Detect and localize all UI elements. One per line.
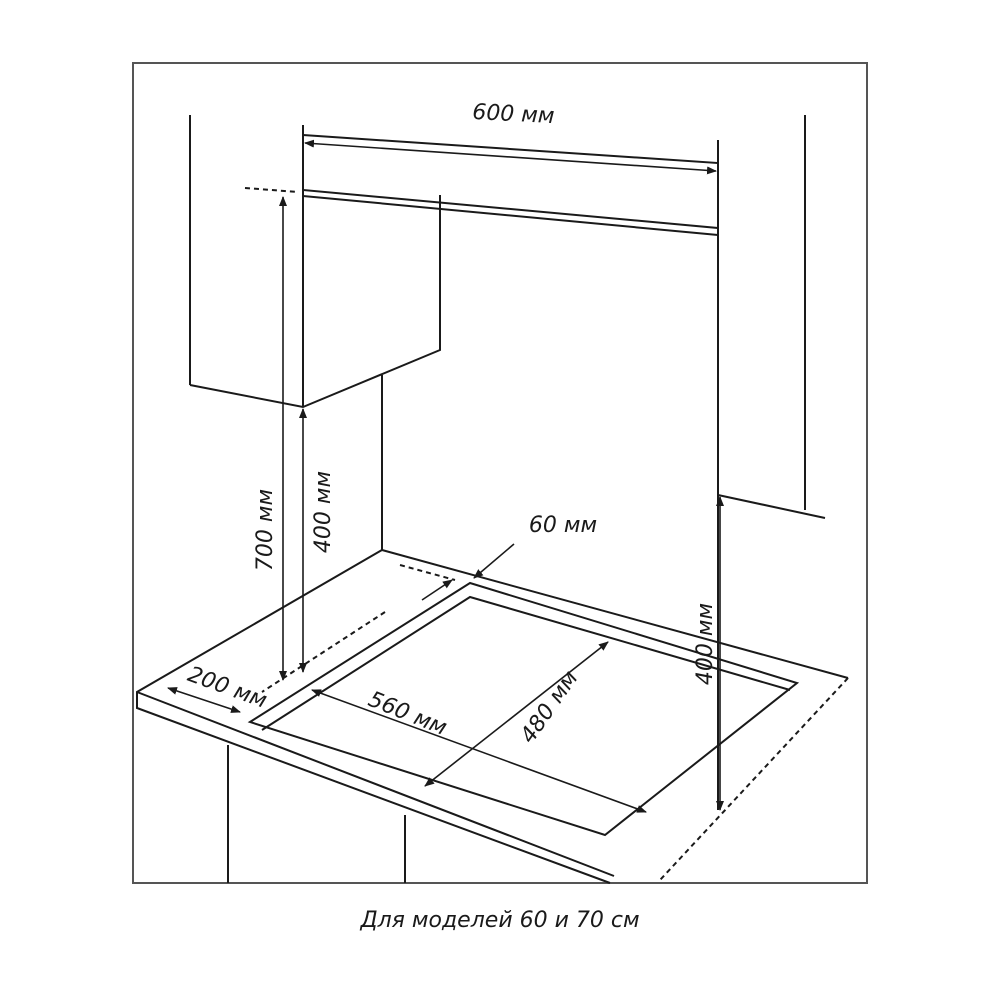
label-560: 560 мм: [365, 687, 451, 741]
upper-height-guide: [244, 187, 299, 193]
hob-cutout-outer: [247, 581, 800, 837]
dim-480: [424, 641, 609, 787]
hood-bottom-line: [302, 195, 719, 236]
upper-cabinet: [189, 195, 441, 409]
diagram-frame: [132, 62, 868, 884]
countertop-right-dashed: [659, 677, 849, 881]
label-600: 600 мм: [472, 100, 555, 129]
side-gap-guide: [261, 611, 386, 693]
caption: Для моделей 60 и 70 см: [360, 908, 640, 933]
dim-60-arrow: [421, 579, 453, 601]
label-400-right: 400 мм: [693, 603, 718, 685]
back-gap-guide: [399, 564, 456, 581]
label-400-left: 400 мм: [311, 471, 336, 553]
dim-600: [304, 139, 717, 175]
label-200: 200 мм: [184, 662, 270, 714]
cooker-hood: [302, 133, 719, 230]
dim-560: [311, 689, 647, 813]
right-cabinet-bottom: [717, 494, 826, 519]
dim-60-leader: [473, 543, 515, 579]
countertop: [136, 548, 849, 884]
label-700: 700 мм: [253, 489, 278, 571]
dim-200: [167, 687, 241, 713]
hob-cutout-inner: [261, 595, 791, 731]
label-60: 60 мм: [529, 513, 597, 538]
